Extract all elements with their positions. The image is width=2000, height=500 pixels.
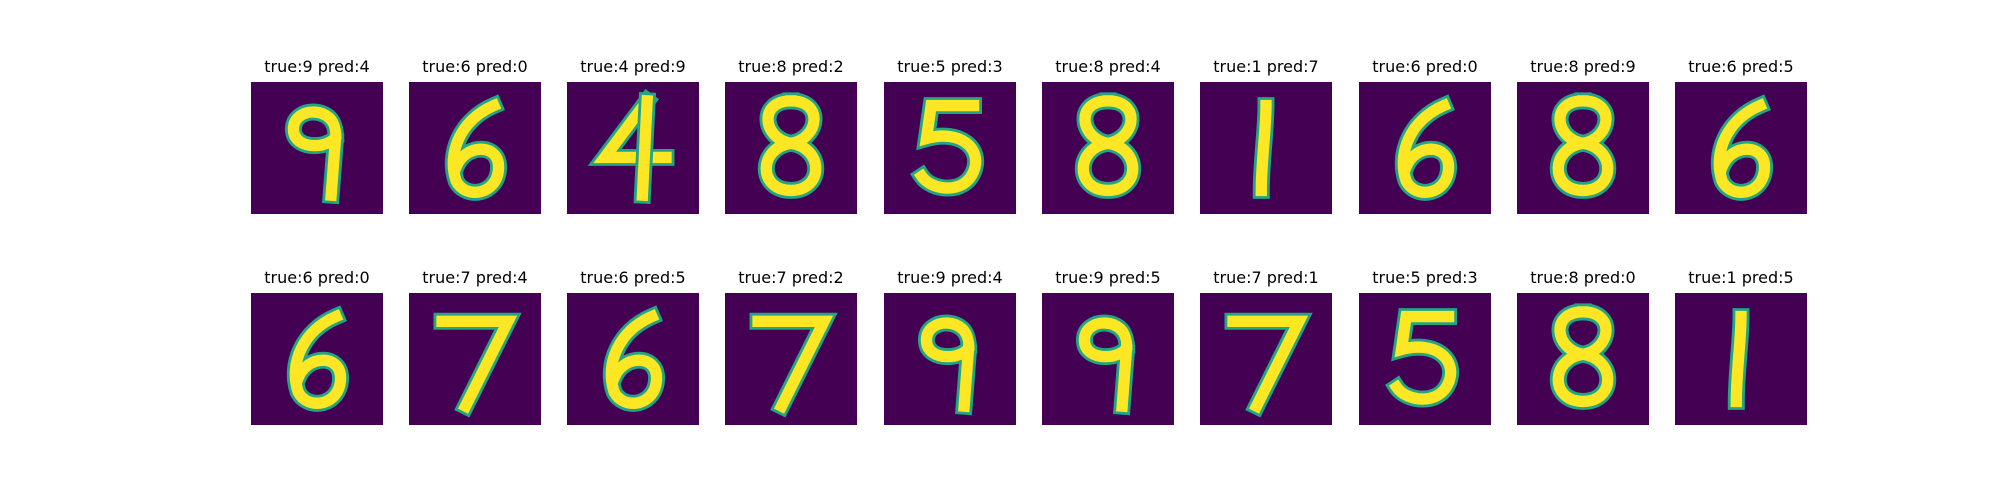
digit-image xyxy=(567,82,699,214)
digit-glyph xyxy=(602,305,666,412)
digit-stroke xyxy=(920,317,975,413)
cell-title: true:7 pred:1 xyxy=(1213,268,1318,287)
digit-stroke xyxy=(287,106,342,202)
digit-glyph xyxy=(749,312,838,418)
digit-glyph xyxy=(1075,314,1136,416)
digit-cell: true:6 pred:0 xyxy=(409,57,541,214)
digit-glyph xyxy=(284,103,345,205)
cell-title: true:8 pred:9 xyxy=(1530,57,1635,76)
digit-cell: true:7 pred:2 xyxy=(725,268,857,425)
digit-cell: true:8 pred:4 xyxy=(1042,57,1174,214)
digit-glyph xyxy=(1384,308,1459,408)
digit-glyph xyxy=(444,94,508,201)
digit-stroke xyxy=(436,315,518,414)
digit-glyph xyxy=(1074,92,1142,199)
digit-glyph xyxy=(1727,308,1750,410)
digit-cell: true:6 pred:0 xyxy=(1359,57,1491,214)
digit-cell: true:7 pred:4 xyxy=(409,268,541,425)
digit-stroke xyxy=(1552,306,1614,408)
digit-stroke xyxy=(1255,99,1272,197)
digit-stroke xyxy=(447,98,505,198)
digit-cell: true:8 pred:0 xyxy=(1517,268,1649,425)
cell-title: true:9 pred:4 xyxy=(264,57,369,76)
cell-title: true:6 pred:5 xyxy=(580,268,685,287)
cell-title: true:9 pred:4 xyxy=(897,268,1002,287)
digit-glyph xyxy=(917,314,978,416)
cell-title: true:5 pred:3 xyxy=(1372,268,1477,287)
digit-glyph xyxy=(1549,92,1617,199)
digit-cell: true:6 pred:0 xyxy=(251,268,383,425)
digit-glyph xyxy=(1252,97,1275,199)
cell-title: true:5 pred:3 xyxy=(897,57,1002,76)
digit-stroke xyxy=(605,309,663,409)
digit-glyph xyxy=(1394,94,1458,201)
digit-cell: true:5 pred:3 xyxy=(884,57,1016,214)
cell-title: true:8 pred:0 xyxy=(1530,268,1635,287)
digit-grid: true:9 pred:4 true:6 pred:0 true:4 pred:9 t… xyxy=(251,57,1807,425)
cell-title: true:6 pred:0 xyxy=(264,268,369,287)
digit-stroke xyxy=(636,94,654,202)
digit-stroke xyxy=(1078,317,1133,413)
cell-title: true:7 pred:4 xyxy=(422,268,527,287)
digit-cell: true:9 pred:4 xyxy=(884,268,1016,425)
digit-glyph xyxy=(1224,312,1313,418)
cell-title: true:8 pred:2 xyxy=(738,57,843,76)
digit-glyph xyxy=(587,88,675,205)
cell-title: true:9 pred:5 xyxy=(1055,268,1160,287)
cell-title: true:4 pred:9 xyxy=(580,57,685,76)
digit-cell: true:8 pred:2 xyxy=(725,57,857,214)
digit-stroke xyxy=(760,95,822,197)
cell-title: true:7 pred:2 xyxy=(738,268,843,287)
digit-glyph xyxy=(433,312,522,418)
cell-title: true:1 pred:7 xyxy=(1213,57,1318,76)
digit-cell: true:1 pred:5 xyxy=(1675,268,1807,425)
digit-stroke xyxy=(752,315,834,414)
digit-cell: true:8 pred:9 xyxy=(1517,57,1649,214)
cell-title: true:1 pred:5 xyxy=(1688,268,1793,287)
digit-stroke xyxy=(1730,310,1747,408)
digit-stroke xyxy=(913,99,982,194)
digit-stroke xyxy=(1397,98,1455,198)
digit-glyph xyxy=(286,305,350,412)
digit-glyph xyxy=(1710,94,1774,201)
digit-cell: true:9 pred:5 xyxy=(1042,268,1174,425)
digit-cell: true:5 pred:3 xyxy=(1359,268,1491,425)
digit-stroke xyxy=(1227,315,1309,414)
digit-stroke xyxy=(1077,95,1139,197)
cell-title: true:8 pred:4 xyxy=(1055,57,1160,76)
digit-cell: true:4 pred:9 xyxy=(567,57,699,214)
cell-title: true:6 pred:0 xyxy=(422,57,527,76)
digit-cell: true:1 pred:7 xyxy=(1200,57,1332,214)
digit-stroke xyxy=(1713,98,1771,198)
cell-title: true:6 pred:5 xyxy=(1688,57,1793,76)
digit-cell: true:7 pred:1 xyxy=(1200,268,1332,425)
digit-glyph xyxy=(909,97,984,197)
digit-stroke xyxy=(1552,95,1614,197)
digit-cell: true:6 pred:5 xyxy=(567,268,699,425)
digit-glyph xyxy=(1549,303,1617,410)
digit-cell: true:6 pred:5 xyxy=(1675,57,1807,214)
digit-cell: true:9 pred:4 xyxy=(251,57,383,214)
digit-stroke xyxy=(1388,310,1457,405)
digit-stroke xyxy=(289,309,347,409)
cell-title: true:6 pred:0 xyxy=(1372,57,1477,76)
digit-glyph xyxy=(757,92,825,199)
